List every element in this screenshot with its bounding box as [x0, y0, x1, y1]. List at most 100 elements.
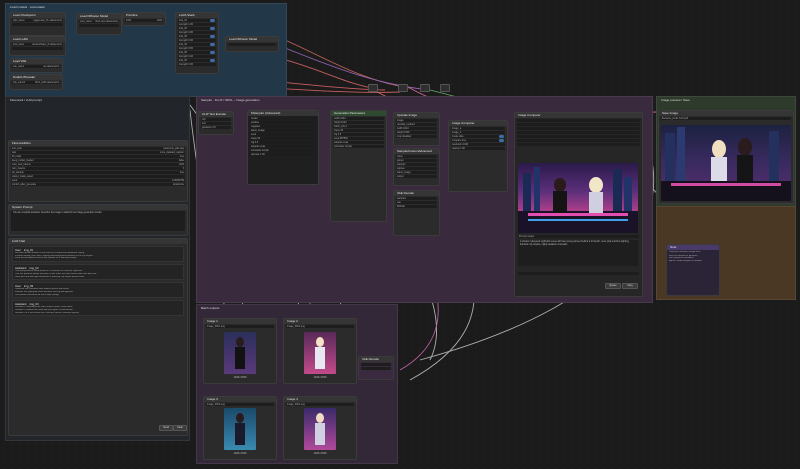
node-lora-stack[interactable]: LoRA Stack lora_01 strength 1.00 lora_02… — [175, 12, 219, 74]
reroute-node[interactable] — [368, 84, 378, 92]
widget-strength-04[interactable]: strength 0.50 — [178, 47, 216, 50]
widget-row[interactable] — [361, 363, 391, 366]
widget-seed[interactable]: seed 987654 — [333, 137, 384, 140]
widget-steps[interactable]: steps 30 — [250, 137, 316, 140]
node-image-comparer[interactable]: Image Comparer image_a image_b mode slid… — [448, 120, 508, 192]
widget-lora-05[interactable]: lora_05 — [178, 51, 216, 54]
input-samples[interactable]: samples — [396, 197, 437, 200]
node-upscale-image[interactable]: Upscale Image image upscale_method width… — [393, 112, 440, 146]
widget-crop[interactable]: crop disabled — [396, 135, 437, 138]
widget-width[interactable]: width 1024 — [333, 117, 384, 120]
toggle-icon[interactable] — [499, 135, 504, 138]
toggle-icon[interactable] — [210, 27, 215, 30]
output-image[interactable]: IMAGE — [396, 205, 437, 208]
widget-strength-01[interactable]: strength 1.00 — [178, 23, 216, 26]
input-latent-image[interactable]: latent_image — [396, 171, 437, 174]
toggle-icon[interactable] — [210, 51, 215, 54]
widget-width[interactable]: width 1024 — [396, 127, 437, 130]
widget-height[interactable]: height 1536 — [396, 131, 437, 134]
widget-lora-04[interactable]: lora_04 — [178, 43, 216, 46]
preview-prompt-text[interactable]: A vibrant cyberpunk nightclub scene with… — [518, 240, 638, 266]
widget-row[interactable] — [517, 143, 640, 146]
node-save-image[interactable]: Save Image filename_prefix ComfyUI — [658, 110, 794, 204]
widget-resolution[interactable]: resolution 1024 — [451, 143, 505, 146]
toggle-icon[interactable] — [210, 43, 215, 46]
widget-sampler[interactable]: sampler euler — [333, 141, 384, 144]
widget-sampler[interactable]: sampler euler — [250, 145, 316, 148]
widget-row[interactable] — [517, 119, 640, 122]
input-model[interactable]: model — [250, 117, 316, 120]
send-button[interactable]: Send — [159, 425, 173, 431]
widget-lora-02[interactable]: lora_02 — [178, 27, 216, 30]
reroute-node[interactable] — [420, 84, 430, 92]
output-row[interactable]: output — [396, 175, 437, 178]
node-output-card-3[interactable]: Image 3 image_0003.png 1024×1536 — [203, 396, 277, 460]
node-output-card-2[interactable]: Image 2 image_0002.png 1024×1536 — [283, 318, 357, 384]
input-negative[interactable]: negative — [250, 125, 316, 128]
widget-lora-03[interactable]: lora_03 — [178, 35, 216, 38]
input-guider[interactable]: guider — [396, 159, 437, 162]
node-system-prompt[interactable]: System Prompt You are a helpful assistan… — [8, 204, 188, 236]
node-ksampler-advanced[interactable]: KSampler (Advanced) model positive negat… — [247, 110, 319, 185]
input-vae[interactable]: vae — [396, 201, 437, 204]
widget-filename[interactable]: image_0002.png — [286, 325, 354, 328]
node-preview-image[interactable]: Image Comparer Prompt output A vibrant c… — [514, 112, 643, 297]
widget-row[interactable] — [517, 123, 640, 126]
widget-mode[interactable]: mode slide — [451, 135, 505, 138]
widget-clip[interactable]: clip — [201, 118, 231, 121]
widget-strength-06[interactable]: strength 0.30 — [178, 63, 216, 66]
input-image-a[interactable]: image_a — [451, 127, 505, 130]
node-output-card-1[interactable]: Image 1 image_0001.png 1024×1536 — [203, 318, 277, 384]
widget-scheduler[interactable]: scheduler simple — [333, 145, 384, 148]
widget-filename-prefix[interactable]: filename_prefix ComfyUI — [661, 117, 791, 120]
widget-compare[interactable]: compare true — [451, 139, 505, 142]
widget-denoise[interactable]: denoise 1.00 — [250, 153, 316, 156]
widget-row[interactable] — [518, 272, 639, 275]
widget-steps[interactable]: steps 30 — [333, 129, 384, 132]
reroute-node[interactable] — [440, 84, 450, 92]
widget-guidance[interactable]: guidance 3.5 — [201, 126, 231, 129]
widget-seed[interactable]: seed — [250, 133, 316, 136]
node-small-input[interactable]: CLIP Text Encode clip text guidance 3.5 — [198, 111, 234, 135]
widget-row[interactable] — [12, 23, 63, 26]
widget-height[interactable]: height 1024 — [333, 121, 384, 124]
widget-batch-size[interactable]: batch_size 1 — [333, 125, 384, 128]
system-prompt-text[interactable]: You are a helpful assistant. Describe th… — [11, 211, 185, 231]
widget-output-mask[interactable]: output_mask_select — [11, 175, 185, 178]
widget-filename[interactable]: image_0001.png — [206, 325, 274, 328]
widget-upscale-method[interactable]: upscale_method — [396, 123, 437, 126]
input-image-b[interactable]: image_b — [451, 131, 505, 134]
toggle-icon[interactable] — [210, 35, 215, 38]
toggle-icon[interactable] — [210, 19, 215, 22]
clear-button[interactable]: Clear — [173, 425, 187, 431]
widget-row[interactable] — [79, 24, 119, 27]
widget-row[interactable] — [517, 135, 640, 138]
node-note[interactable]: Note Load your reference image here. Run… — [666, 244, 720, 296]
widget-row[interactable] — [228, 43, 276, 46]
widget-cfg[interactable]: cfg 3.5 — [250, 141, 316, 144]
reroute-node[interactable] — [398, 84, 408, 92]
widget-row[interactable] — [517, 139, 640, 142]
node-sampler-custom[interactable]: SamplerCustomAdvanced noise guider sampl… — [393, 148, 440, 186]
input-latent[interactable]: latent_image — [250, 129, 316, 132]
widget-filename[interactable]: image_0003.png — [206, 403, 274, 406]
